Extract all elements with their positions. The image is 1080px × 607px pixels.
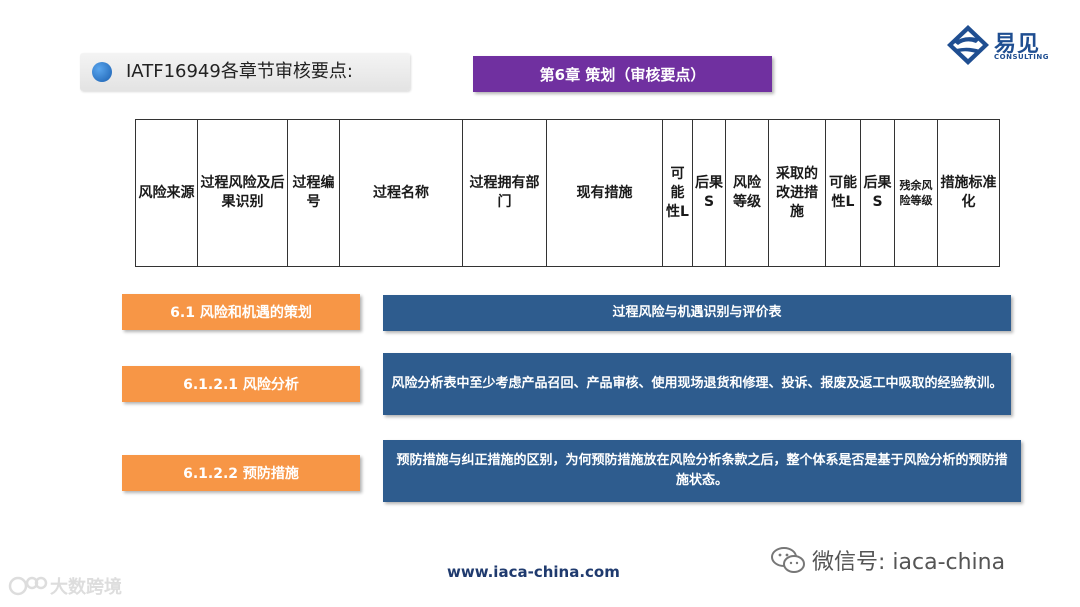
header-likelihood-l: 可能性L xyxy=(662,119,693,267)
watermark-text: 大数跨境 xyxy=(50,577,122,598)
wechat-text: 微信号: iaca-china xyxy=(812,550,1006,575)
footer-website: www.iaca-china.com xyxy=(447,563,620,581)
header-process-risk-identification: 过程风险及后果识别 xyxy=(197,119,288,267)
wechat-icon xyxy=(771,547,805,573)
risk-assessment-table: 风险来源 过程风险及后果识别 过程编号 过程名称 过程拥有部门 现有措施 可能性… xyxy=(135,119,1000,267)
section-title-box: IATF16949各章节审核要点: xyxy=(80,53,410,91)
header-improvement-actions: 采取的改进措施 xyxy=(768,119,826,267)
clause-content-6-1-2-1: 风险分析表中至少考虑产品召回、产品审核、使用现场退货和修理、投诉、报废及返工中吸… xyxy=(383,353,1011,415)
watermark: 大数跨境 xyxy=(8,573,122,599)
header-process-owner-dept: 过程拥有部门 xyxy=(462,119,547,267)
header-residual-severity-s: 后果S xyxy=(860,119,895,267)
header-process-name: 过程名称 xyxy=(339,119,463,267)
logo-emblem-icon xyxy=(947,25,989,65)
company-logo: 易见 CONSULTING xyxy=(946,24,1058,68)
header-residual-risk-level: 残余风险等级 xyxy=(894,119,938,267)
header-residual-likelihood-l: 可能性L xyxy=(825,119,861,267)
header-existing-measures: 现有措施 xyxy=(546,119,663,267)
clause-content-6-1: 过程风险与机遇识别与评价表 xyxy=(383,295,1011,331)
clause-label-6-1: 6.1 风险和机遇的策划 xyxy=(122,294,360,330)
header-process-number: 过程编号 xyxy=(287,119,340,267)
header-severity-s: 后果S xyxy=(692,119,726,267)
clause-content-6-1-2-2: 预防措施与纠正措施的区别，为何预防措施放在风险分析条款之后，整个体系是否是基于风… xyxy=(383,440,1021,502)
logo-name: 易见 xyxy=(994,32,1041,57)
header-risk-level: 风险等级 xyxy=(725,119,769,267)
section-title: IATF16949各章节审核要点: xyxy=(126,61,353,82)
header-measure-standardization: 措施标准化 xyxy=(937,119,1000,267)
bullet-dot-icon xyxy=(92,62,112,82)
wechat-id: 微信号: iaca-china xyxy=(770,545,1005,575)
header-risk-source: 风险来源 xyxy=(135,119,198,267)
watermark-logo-icon xyxy=(8,576,48,596)
logo-subtitle: CONSULTING xyxy=(994,53,1049,61)
clause-label-6-1-2-1: 6.1.2.1 风险分析 xyxy=(122,366,360,402)
chapter-banner: 第6章 策划（审核要点） xyxy=(473,56,772,92)
clause-label-6-1-2-2: 6.1.2.2 预防措施 xyxy=(122,455,360,491)
